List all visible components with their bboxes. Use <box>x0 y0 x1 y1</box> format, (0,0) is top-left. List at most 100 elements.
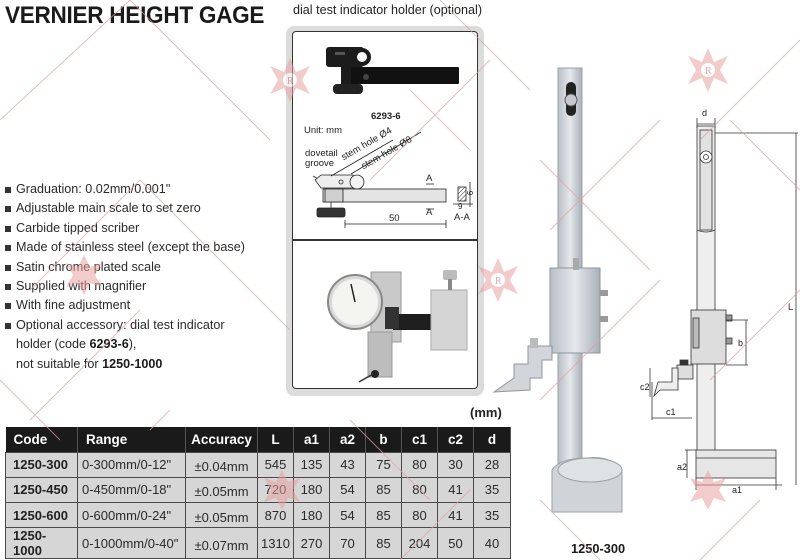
feature-text: Adjustable main scale to set zero <box>16 201 201 216</box>
cell-a1: 180 <box>293 502 330 529</box>
cell-range: 0-300mm/0-12" <box>77 451 186 478</box>
note-text: not suitable for <box>16 356 103 371</box>
col-header-a1: a1 <box>293 427 330 452</box>
section-aa-label: A-A <box>454 212 470 223</box>
cell-L: 1310 <box>257 527 294 560</box>
feature-text: Made of stainless steel (except the base… <box>16 240 245 255</box>
cell-a2: 70 <box>329 527 366 560</box>
dim-d-label: d <box>702 108 707 118</box>
cell-a2: 43 <box>329 451 366 478</box>
section-a-top-label: A <box>426 173 433 184</box>
feature-text: Graduation: 0.02mm/0.001" <box>16 182 171 196</box>
square-bullet-icon <box>5 225 11 232</box>
cell-b: 75 <box>365 451 402 478</box>
dim-c2-label: c2 <box>640 382 650 392</box>
holder-photo-icon <box>326 47 459 94</box>
holder-code: 6293-6 <box>371 111 401 122</box>
cell-accuracy: ±0.05mm <box>185 476 258 504</box>
cell-b: 85 <box>365 502 402 529</box>
dim-a2-label: a2 <box>677 462 687 472</box>
height-gage-photo <box>492 67 623 513</box>
spec-table: Code Range Accuracy L a1 a2 b c1 c2 d 12… <box>5 427 511 560</box>
dim-a1-label: a1 <box>732 485 742 495</box>
table-unit-label: (mm) <box>470 405 502 420</box>
col-header-accuracy: Accuracy <box>185 427 258 452</box>
feature-list: Graduation: 0.02mm/0.001" Adjustable mai… <box>5 180 245 374</box>
cell-c2: 41 <box>437 502 474 529</box>
cell-range: 0-600mm/0-24" <box>77 502 186 529</box>
square-bullet-icon <box>5 264 11 271</box>
cell-L: 870 <box>257 502 294 529</box>
holder-schematic <box>312 131 473 228</box>
feature-item: Made of stainless steel (except the base… <box>5 238 245 257</box>
cell-code: 1250-300 <box>5 451 78 478</box>
accessory-caption: dial test indicator holder (optional) <box>293 3 483 17</box>
svg-text:R: R <box>705 66 712 77</box>
cell-a2: 54 <box>329 476 366 504</box>
col-header-c2: c2 <box>437 427 474 452</box>
accessory-inner-frame: 6293-6 Unit: mm dovetail groove stem hol… <box>292 31 478 389</box>
col-header-range: Range <box>77 427 186 452</box>
col-header-b: b <box>365 427 402 452</box>
feature-text: Carbide tipped scriber <box>16 220 140 235</box>
optional-note-line3: not suitable for 1250-1000 <box>5 355 245 374</box>
feature-item: With fine adjustment <box>5 296 245 315</box>
cell-b: 85 <box>365 476 402 504</box>
cell-c2: 30 <box>437 451 474 478</box>
dovetail-label: dovetail <box>305 148 338 159</box>
unit-label: Unit: mm <box>304 125 342 136</box>
feature-item: Supplied with magnifier <box>5 277 245 296</box>
feature-item: Adjustable main scale to set zero <box>5 199 245 218</box>
col-header-d: d <box>473 427 511 452</box>
square-bullet-icon <box>5 187 11 193</box>
feature-text: With fine adjustment <box>16 298 131 313</box>
cell-L: 545 <box>257 451 294 478</box>
cell-code: 1250-1000 <box>5 527 78 560</box>
cell-accuracy: ±0.05mm <box>185 502 258 529</box>
square-bullet-icon <box>5 322 11 329</box>
cell-d: 40 <box>473 527 511 560</box>
cell-a1: 180 <box>293 476 330 504</box>
cell-a1: 270 <box>293 527 330 560</box>
note-text: ), <box>128 337 137 352</box>
table-row: 1250-300 0-300mm/0-12" ±0.04mm 545 135 4… <box>5 451 511 478</box>
panel-divider <box>293 239 477 241</box>
cell-a2: 54 <box>329 502 366 529</box>
cell-a1: 135 <box>293 451 330 478</box>
cell-c1: 204 <box>401 527 438 560</box>
feature-item: Graduation: 0.02mm/0.001" <box>5 180 245 199</box>
cell-c1: 80 <box>401 451 438 478</box>
col-header-a2: a2 <box>329 427 366 452</box>
dim-c1-label: c1 <box>666 407 676 417</box>
page-title: VERNIER HEIGHT GAGE <box>5 2 265 29</box>
dim-b-label: b <box>738 338 743 348</box>
dimension-9-label: 9 <box>458 202 463 211</box>
feature-item: Satin chrome plated scale <box>5 258 245 277</box>
col-header-L: L <box>257 427 294 452</box>
excluded-model: 1250-1000 <box>102 356 163 371</box>
cell-d: 35 <box>473 476 511 504</box>
dimension-9-vertical-label: 9 <box>465 190 475 196</box>
dimension-50-label: 50 <box>389 213 400 224</box>
feature-item: Carbide tipped scriber <box>5 219 245 238</box>
cell-c2: 41 <box>437 476 474 504</box>
table-row: 1250-450 0-450mm/0-18" ±0.05mm 720 180 5… <box>5 476 511 504</box>
feature-text: Optional accessory: dial test indicator <box>16 317 225 332</box>
cell-L: 720 <box>257 476 294 504</box>
cell-c2: 50 <box>437 527 474 560</box>
table-header-row: Code Range Accuracy L a1 a2 b c1 c2 d <box>5 427 511 452</box>
accessory-panel: 6293-6 Unit: mm dovetail groove stem hol… <box>286 26 484 396</box>
table-row: 1250-600 0-600mm/0-24" ±0.05mm 870 180 5… <box>5 502 511 529</box>
optional-note-line2: holder (code 6293-6), <box>5 335 245 354</box>
dim-L-label: L <box>788 302 793 312</box>
section-a-bottom-label: A <box>426 207 433 218</box>
cell-accuracy: ±0.04mm <box>185 451 258 478</box>
accessory-code: 6293-6 <box>89 337 129 352</box>
square-bullet-icon <box>5 284 11 291</box>
table-row: 1250-1000 0-1000mm/0-40" ±0.07mm 1310 27… <box>5 527 511 560</box>
feature-text: Supplied with magnifier <box>16 279 147 294</box>
col-header-c1: c1 <box>401 427 438 452</box>
groove-label: groove <box>305 158 335 169</box>
dial-indicator-photo-icon <box>327 270 468 383</box>
cell-c1: 80 <box>401 502 438 529</box>
